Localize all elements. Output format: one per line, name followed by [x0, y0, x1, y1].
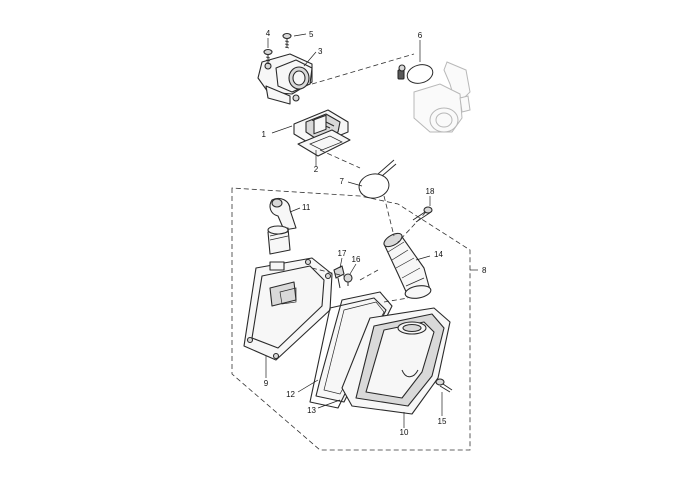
screw-15-icon: [435, 378, 453, 393]
screw-4-icon: [263, 48, 273, 65]
callout-11: 11: [302, 203, 311, 212]
callout-15: 15: [438, 417, 447, 426]
callout-14: 14: [434, 250, 443, 259]
callout-labels: 1 2 3 4 5 6 7 8 9 10 11 12 13 14 15 16 1…: [262, 29, 487, 437]
callout-3: 3: [318, 47, 323, 56]
callout-4: 4: [266, 29, 271, 38]
gasket-2-icon: [297, 129, 351, 157]
callout-6: 6: [418, 31, 423, 40]
joint-hose-icon: [383, 232, 432, 299]
screw-16-icon: [343, 273, 353, 286]
callout-13: 13: [307, 406, 316, 415]
leader-lines: [265, 33, 478, 428]
callout-16: 16: [352, 255, 361, 264]
intake-duct-icon: [267, 197, 297, 255]
callout-1: 1: [262, 130, 267, 139]
screw-5-icon: [282, 32, 292, 49]
intake-manifold-icon: [257, 53, 313, 105]
hose-clamp-6-icon: [397, 64, 434, 84]
callout-9: 9: [264, 379, 269, 388]
screw-17-icon: [333, 265, 345, 289]
callout-5: 5: [309, 30, 314, 39]
callout-18: 18: [426, 187, 435, 196]
screw-18-icon: [412, 206, 433, 223]
callout-12: 12: [286, 390, 295, 399]
carburetor-icon: [413, 61, 471, 133]
callout-8: 8: [482, 266, 487, 275]
callout-10: 10: [400, 428, 409, 437]
callout-2: 2: [314, 165, 319, 174]
callout-7: 7: [340, 177, 345, 186]
assembly-lines: [231, 53, 471, 451]
hose-clamp-7-icon: [358, 159, 397, 199]
air-filter-case-icon: [243, 257, 333, 361]
callout-17: 17: [338, 249, 347, 258]
air-filter-cover-icon: [341, 307, 451, 415]
